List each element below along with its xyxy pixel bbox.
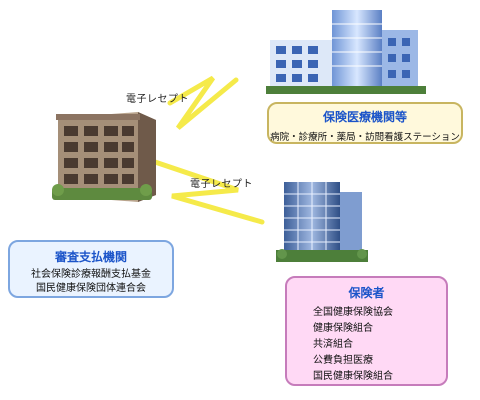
node-line: 国民健康保険団体連合会 bbox=[36, 283, 146, 294]
node-line: 国民健康保険組合 bbox=[313, 371, 393, 382]
hospital-building-icon bbox=[266, 10, 426, 94]
node-insurance-medical-institutions: 保険医療機関等 病院・診療所・薬局・訪問看護ステーション bbox=[267, 102, 463, 144]
clearing-house-building-icon bbox=[52, 112, 156, 202]
node-title: 保険者 bbox=[348, 286, 385, 300]
node-review-payment-agency: 審査支払機関 社会保険診療報酬支払基金 国民健康保険団体連合会 bbox=[8, 240, 174, 298]
node-title: 保険医療機関等 bbox=[322, 110, 407, 124]
node-insurers: 保険者 全国健康保険協会 健康保険組合 共済組合 公費負担医療 国民健康保険組合 bbox=[285, 276, 448, 386]
insurer-office-building-icon bbox=[276, 182, 368, 262]
node-line: 病院・診療所・薬局・訪問看護ステーション bbox=[270, 132, 460, 143]
node-line: 健康保険組合 bbox=[313, 323, 373, 334]
edge-label-electronic-receipt-lower: 電子レセプト bbox=[190, 179, 253, 190]
node-line: 全国健康保険協会 bbox=[313, 307, 393, 318]
node-title: 審査支払機関 bbox=[54, 250, 127, 264]
edge-label-electronic-receipt-upper: 電子レセプト bbox=[126, 94, 189, 105]
lightning-bolt-icon bbox=[152, 159, 265, 225]
node-line: 共済組合 bbox=[313, 339, 353, 350]
node-line: 公費負担医療 bbox=[313, 355, 373, 366]
lightning-bolt-icon bbox=[167, 75, 239, 130]
node-line: 社会保険診療報酬支払基金 bbox=[31, 269, 151, 280]
